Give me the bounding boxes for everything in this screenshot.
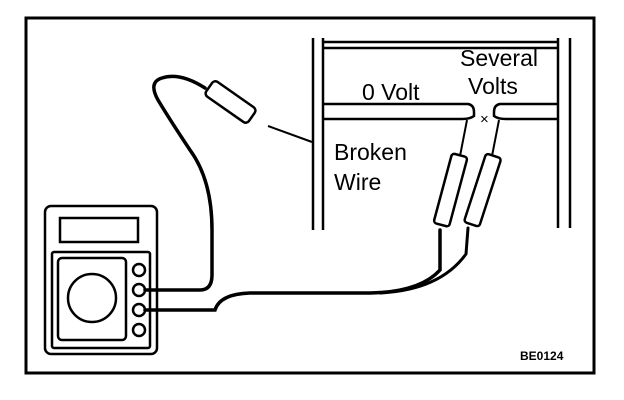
wire-right-segment (492, 102, 558, 121)
label-zero-volt: 0 Volt (362, 79, 420, 105)
lead-to-rail (143, 74, 214, 292)
test-leads (143, 74, 470, 312)
multimeter-icon (43, 204, 159, 356)
meter-jack-3 (131, 302, 147, 318)
probe-rail-tip (267, 125, 313, 143)
meter-jack-1 (131, 262, 147, 278)
meter-display (58, 216, 140, 244)
probe-right-tip (491, 119, 500, 157)
label-wire: Wire (334, 169, 381, 195)
test-probe-icon (432, 119, 469, 228)
broken-wire (323, 102, 558, 121)
circuit-rails (311, 38, 572, 230)
label-volts: Volts (468, 73, 518, 99)
meter-jack-2 (131, 282, 147, 298)
wire-left-segment (323, 102, 476, 121)
label-broken: Broken (334, 139, 407, 165)
lead-bundle (143, 228, 442, 312)
meter-dial (66, 272, 118, 324)
figure-code: BE0124 (520, 349, 564, 363)
probe-rail-body (204, 80, 257, 124)
probe-right-body (463, 152, 502, 228)
test-probe-icon (463, 119, 502, 228)
meter-jack-4 (131, 322, 147, 338)
test-probe-icon (204, 80, 313, 143)
break-mark: × (480, 111, 489, 128)
label-several: Several (460, 45, 538, 71)
probe-left-tip (459, 119, 468, 157)
lead-bundle-b (378, 226, 470, 295)
